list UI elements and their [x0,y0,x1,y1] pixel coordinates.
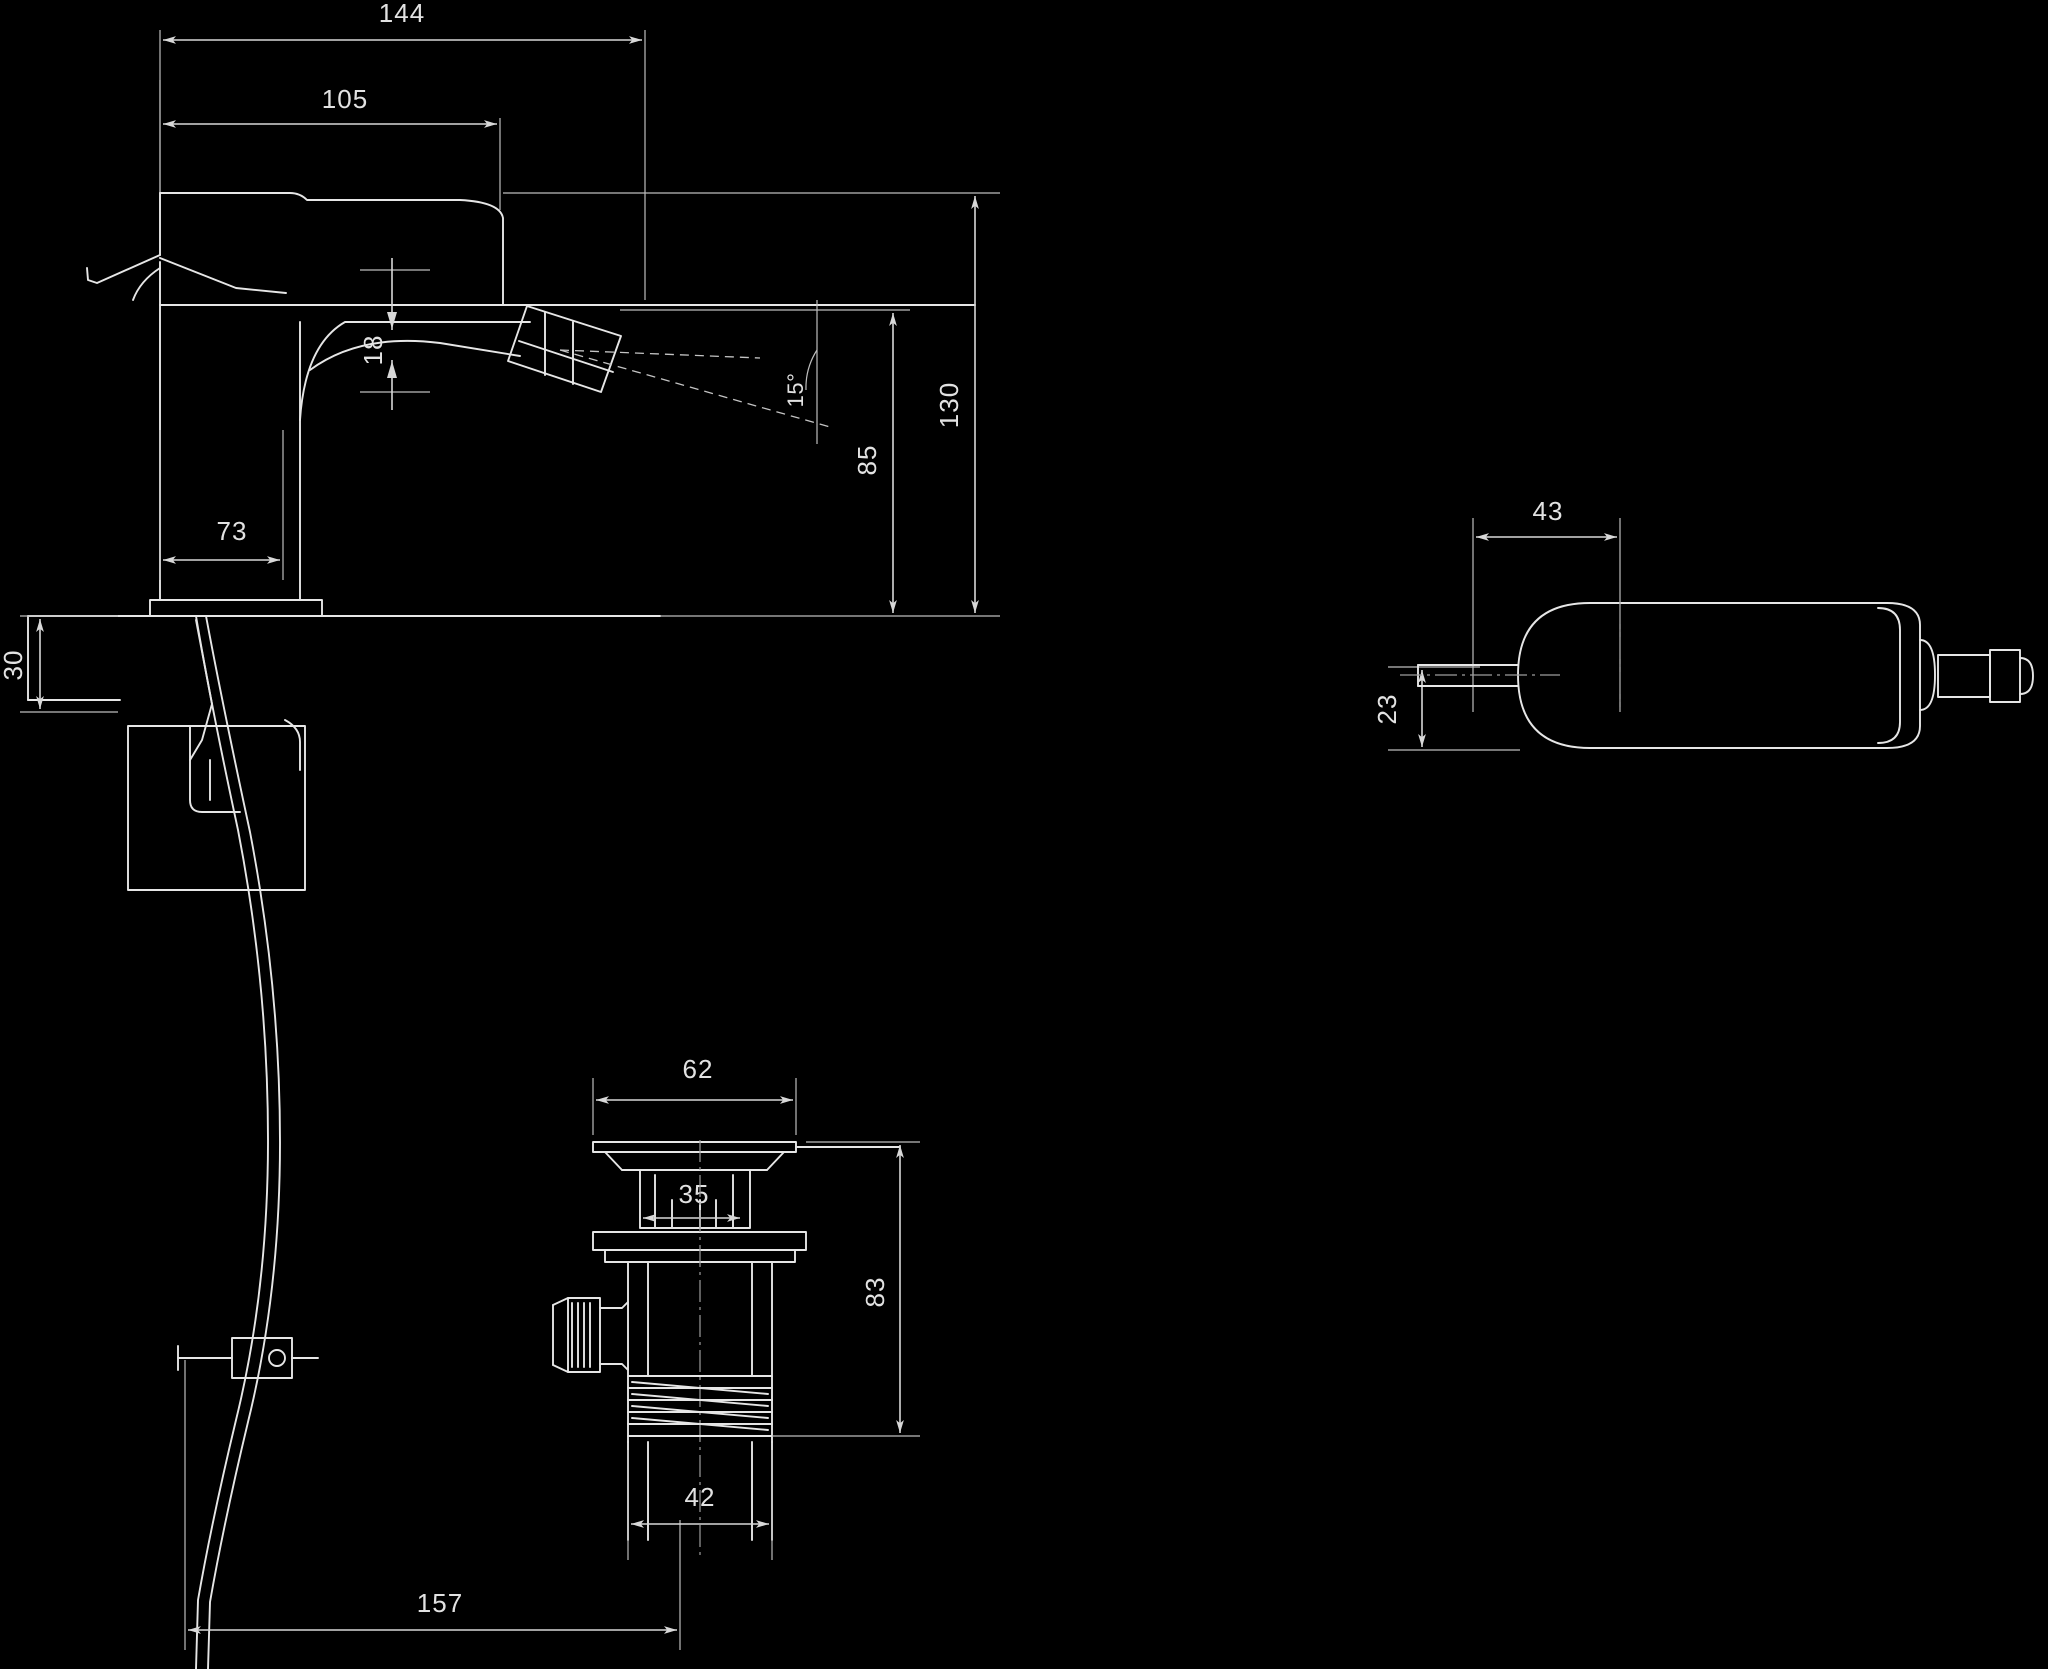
view-handle-plan: 43 23 [1372,496,2034,751]
dim-label-42: 42 [685,1482,716,1512]
dimension-73: 73 [159,430,284,580]
dimension-15-degrees: 15° [783,300,818,444]
dimension-35: 35 [643,1179,740,1222]
dimension-43: 43 [1472,496,1621,712]
dimension-157: 157 [184,1360,681,1650]
dim-label-62: 62 [683,1054,714,1084]
waste-side-knob [552,1297,629,1373]
waste-flange [592,1141,901,1171]
dimension-23: 23 [1372,666,1520,751]
dim-label-23: 23 [1372,694,1402,725]
dim-label-73: 73 [217,516,248,546]
dimension-130: 130 [503,192,1000,617]
dim-label-157: 157 [417,1588,463,1618]
view-waste-detail: 62 35 [552,1054,920,1560]
dimension-144 [159,30,646,300]
cartridge-block [127,719,306,891]
dimension-42: 42 [627,1450,773,1560]
dim-label-43: 43 [1533,496,1564,526]
popup-lift-rod [177,615,319,1669]
dim-label-30: 30 [0,650,28,681]
dimension-18: 18 [358,258,430,410]
dimension-85: 85 [620,309,910,613]
dimension-105 [159,80,501,210]
dimension-62: 62 [592,1054,797,1135]
view-front-elevation: 18 15° 130 85 [0,0,1000,1669]
waste-body-tube [627,1140,773,1560]
dimension-83: 83 [772,1141,920,1437]
dim-label-130: 130 [934,382,964,428]
dim-label-35: 35 [679,1179,710,1209]
dim-label-83: 83 [860,1277,890,1308]
dim-label-15deg: 15° [783,373,808,408]
dim-label-105: 105 [322,84,368,114]
dimension-30: 30 [0,615,118,713]
dim-label-85: 85 [852,445,882,476]
handle-body-plan [1400,602,2034,749]
deck-base-plate [27,599,661,701]
dim-label-18: 18 [358,335,388,366]
dim-label-144: 144 [379,0,425,28]
